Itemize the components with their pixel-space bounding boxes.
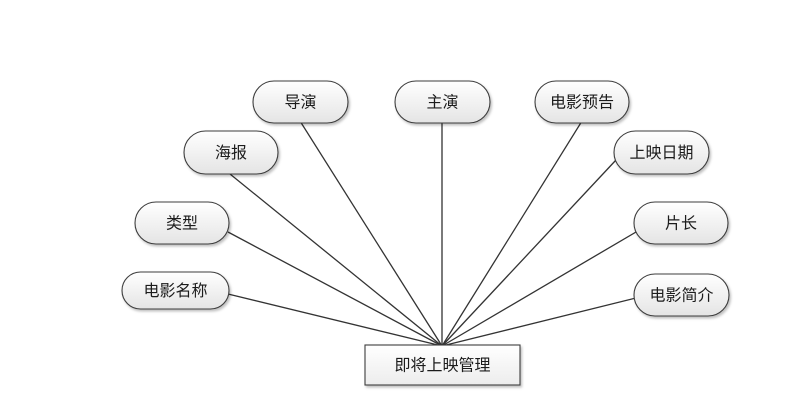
attribute-synopsis: 电影简介 <box>633 273 730 317</box>
attribute-label: 类型 <box>166 214 198 233</box>
connector-movie-name <box>227 293 443 347</box>
connector-release-date <box>441 159 617 347</box>
attribute-duration: 片长 <box>633 201 729 245</box>
attribute-label: 导演 <box>284 93 316 112</box>
entity-label: 即将上映管理 <box>394 356 490 375</box>
connector-genre <box>227 231 443 347</box>
attribute-director: 导演 <box>252 80 349 124</box>
connector-director <box>299 120 443 347</box>
connector-duration <box>441 231 637 347</box>
attribute-label: 上映日期 <box>629 143 693 162</box>
attribute-label: 主演 <box>426 93 458 112</box>
attribute-release-date: 上映日期 <box>613 130 710 175</box>
attribute-poster: 海报 <box>183 130 279 175</box>
attribute-label: 海报 <box>215 143 247 162</box>
attribute-movie-name: 电影名称 <box>121 271 230 310</box>
attribute-lead-actor: 主演 <box>394 80 491 124</box>
attribute-label: 电影简介 <box>649 286 713 305</box>
attribute-genre: 类型 <box>134 201 230 245</box>
connector-poster <box>229 173 443 347</box>
attribute-trailer: 电影预告 <box>534 80 630 124</box>
attribute-label: 片长 <box>665 214 697 233</box>
connector-synopsis <box>441 297 637 347</box>
attribute-label: 电影名称 <box>143 281 207 300</box>
attribute-label: 电影预告 <box>550 93 614 112</box>
connector-trailer <box>441 120 583 347</box>
entity-upcoming-movie-management: 即将上映管理 <box>364 344 521 386</box>
connector-lines <box>227 120 637 347</box>
